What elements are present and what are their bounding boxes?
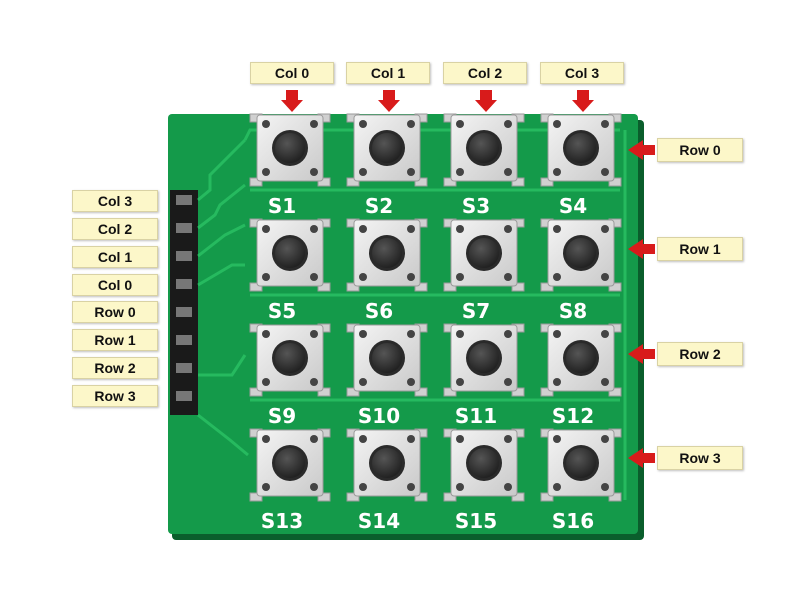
button-cap (275, 133, 305, 163)
tact-switch: S12 (540, 323, 622, 428)
button-cap (275, 343, 305, 373)
button-cap (566, 343, 596, 373)
tact-switch: S9 (249, 323, 331, 428)
tact-switch: S4 (540, 113, 622, 218)
right-label-row-3: Row 3 (657, 446, 743, 470)
arrow-down (475, 90, 497, 112)
left-label-row-2: Row 2 (72, 357, 158, 379)
tact-switch: S10 (346, 323, 428, 428)
header-pins (176, 195, 192, 401)
switch-label: S3 (462, 194, 490, 218)
tact-switch: S16 (540, 428, 622, 533)
tact-switch: S14 (346, 428, 428, 533)
button-cap (566, 133, 596, 163)
header-pin (176, 335, 192, 345)
arrow-down (281, 90, 303, 112)
header-pin (176, 363, 192, 373)
button-cap (469, 238, 499, 268)
button-cap (372, 448, 402, 478)
top-label-col-2: Col 2 (443, 62, 527, 84)
header-pin (176, 195, 192, 205)
left-label-row-3: Row 3 (72, 385, 158, 407)
switch-label: S1 (268, 194, 296, 218)
switch-label: S14 (358, 509, 400, 533)
pcb-traces (197, 128, 627, 500)
button-cap (566, 238, 596, 268)
switch-label: S15 (455, 509, 497, 533)
left-label-col-0: Col 0 (72, 274, 158, 296)
tact-switch: S11 (443, 323, 525, 428)
top-label-col-3: Col 3 (540, 62, 624, 84)
switch-label: S9 (268, 404, 296, 428)
tact-switch: S13 (249, 428, 331, 533)
arrow-left (628, 239, 655, 259)
tact-switch: S15 (443, 428, 525, 533)
button-cap (469, 343, 499, 373)
header-pin (176, 391, 192, 401)
arrow-left (628, 448, 655, 468)
button-cap (469, 133, 499, 163)
switch-label: S13 (261, 509, 303, 533)
right-label-row-1: Row 1 (657, 237, 743, 261)
switch-label: S16 (552, 509, 594, 533)
left-label-col-1: Col 1 (72, 246, 158, 268)
arrow-down (572, 90, 594, 112)
switch-label: S7 (462, 299, 490, 323)
tact-switch: S5 (249, 218, 331, 323)
switch-label: S6 (365, 299, 393, 323)
tact-switch: S6 (346, 218, 428, 323)
header-pin (176, 279, 192, 289)
header-pin (176, 251, 192, 261)
top-arrows (281, 90, 594, 112)
arrow-left (628, 140, 655, 160)
header-pin (176, 307, 192, 317)
tact-switch: S3 (443, 113, 525, 218)
switch-label: S5 (268, 299, 296, 323)
switch-label: S11 (455, 404, 497, 428)
tact-switch: S1 (249, 113, 331, 218)
right-label-row-0: Row 0 (657, 138, 743, 162)
button-cap (372, 238, 402, 268)
tact-switch: S8 (540, 218, 622, 323)
button-cap (275, 238, 305, 268)
button-cap (372, 133, 402, 163)
arrow-left (628, 344, 655, 364)
button-cap (372, 343, 402, 373)
button-cap (275, 448, 305, 478)
switch-label: S8 (559, 299, 587, 323)
left-label-col-3: Col 3 (72, 190, 158, 212)
button-cap (566, 448, 596, 478)
right-label-row-2: Row 2 (657, 342, 743, 366)
switch-label: S10 (358, 404, 400, 428)
tact-switch: S7 (443, 218, 525, 323)
left-label-row-1: Row 1 (72, 329, 158, 351)
top-label-col-0: Col 0 (250, 62, 334, 84)
switch-label: S4 (559, 194, 587, 218)
arrow-down (378, 90, 400, 112)
left-label-col-2: Col 2 (72, 218, 158, 240)
right-arrows (628, 140, 655, 468)
header-pin (176, 223, 192, 233)
top-label-col-1: Col 1 (346, 62, 430, 84)
left-label-row-0: Row 0 (72, 301, 158, 323)
button-cap (469, 448, 499, 478)
switch-label: S12 (552, 404, 594, 428)
tact-switch: S2 (346, 113, 428, 218)
switch-label: S2 (365, 194, 393, 218)
